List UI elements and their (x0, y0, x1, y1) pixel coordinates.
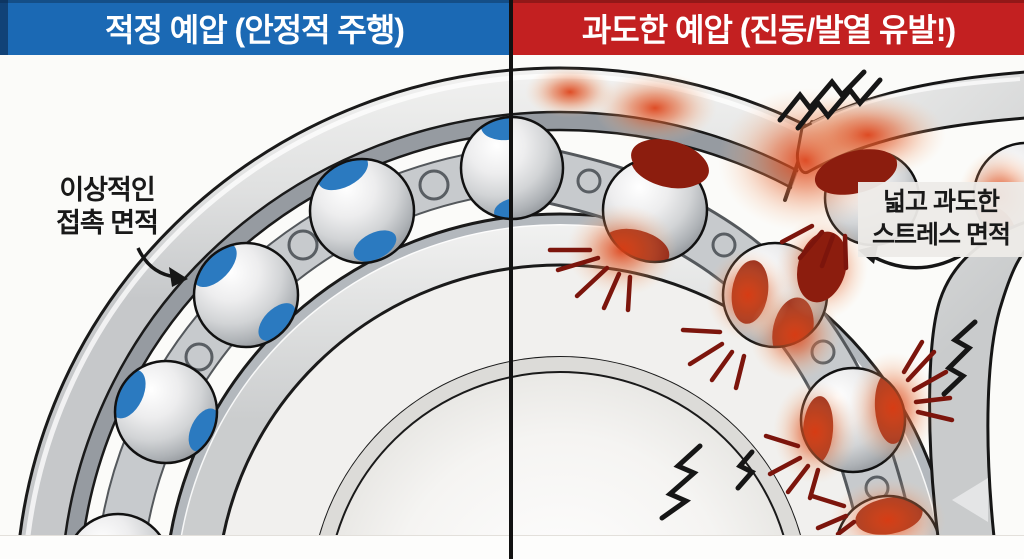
left-panel-header: 적정 예압 (안정적 주행) (0, 0, 509, 55)
callout-line: 넓고 과도한 (883, 188, 1000, 216)
red-stress-patch (631, 139, 709, 187)
ball-ideal-contact (194, 243, 298, 347)
heat-glow (773, 380, 857, 484)
callout-line: 접촉 면적 (56, 207, 159, 238)
blue-contact-patch (258, 303, 296, 341)
heat-glow (830, 478, 946, 535)
right-annotation-arrow (869, 253, 961, 270)
rivet-icon (287, 229, 319, 261)
stress-rays (547, 223, 955, 535)
heat-glow (749, 289, 841, 381)
rivet-icon (184, 342, 214, 372)
left-panel-title: 적정 예압 (안정적 주행) (105, 11, 405, 48)
heat-glow (593, 72, 717, 144)
heat-glow (849, 352, 937, 464)
excess-stress-callout: 넓고 과도한 스트레스 면적 (858, 182, 1024, 257)
outer-race (61, 112, 818, 535)
right-panel-header: 과도한 예압 (진동/발열 유발!) (513, 0, 1024, 55)
vibration-zigzag-icon (795, 77, 883, 131)
bore-band (319, 356, 801, 535)
tilted-outer-ring-lower (928, 221, 1024, 535)
arrowhead-icon (169, 267, 188, 287)
callout-line: 스트레스 면적 (872, 220, 1011, 249)
vibration-zigzag-icon (941, 319, 978, 397)
callout-line: 이상적인 (59, 175, 155, 205)
vibration-zigzag-icon (777, 69, 867, 123)
rivet-icon (711, 232, 737, 258)
play-watermark-icon (952, 478, 988, 522)
ball (74, 512, 162, 535)
vibration-zigzag-icon (735, 449, 757, 491)
blue-contact-patch (353, 230, 397, 262)
heat-glow (525, 66, 615, 118)
heat-glow (566, 204, 678, 296)
blue-contact-patch (194, 243, 237, 288)
rivet-icon (418, 169, 450, 201)
vibration-marks (659, 69, 978, 521)
panel-divider (509, 0, 513, 559)
right-panel-title: 과도한 예압 (진동/발열 유발!) (581, 11, 956, 48)
rivet-icon (576, 168, 602, 194)
ideal-contact-callout: 이상적인 접촉 면적 (26, 174, 188, 240)
vibration-zigzag-icon (659, 443, 703, 521)
heat-glow-spots (525, 66, 1024, 535)
